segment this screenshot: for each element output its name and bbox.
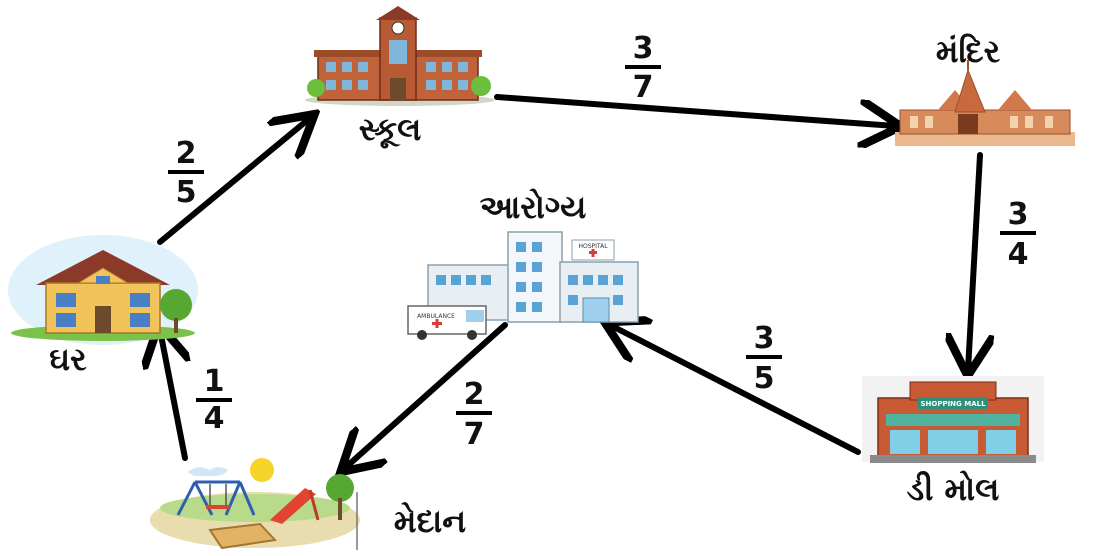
fraction-school-temple: 3 7 xyxy=(625,31,661,105)
hospital-sign: HOSPITAL xyxy=(578,243,608,250)
house-icon xyxy=(8,235,198,345)
mall-icon: SHOPPING MALL xyxy=(862,376,1044,463)
edge-mall-hospital xyxy=(610,325,861,455)
temple-node: મંદિર xyxy=(895,32,1075,146)
hospital-node: આરોગ્ય HOSPITAL AMBULANCE xyxy=(407,188,639,340)
home-label: ઘર xyxy=(49,340,87,378)
playground-icon xyxy=(150,458,360,550)
mall-sign: SHOPPING MALL xyxy=(920,400,986,408)
mall-node: SHOPPING MALL ડી મોલ xyxy=(862,376,1044,508)
school-node: સ્કૂલ xyxy=(305,6,495,149)
numerator: 2 xyxy=(464,377,485,412)
mall-label: ડી મોલ xyxy=(907,470,1000,508)
fraction-ground-home: 1 4 xyxy=(196,364,232,436)
hospital-icon: HOSPITAL AMBULANCE xyxy=(407,231,639,340)
fraction-mall-hospital: 3 5 xyxy=(746,321,782,396)
numerator: 3 xyxy=(754,321,775,356)
edge-school-temple xyxy=(494,94,895,126)
numerator: 2 xyxy=(176,136,197,171)
edge-ground-home xyxy=(160,330,185,461)
denominator: 7 xyxy=(464,417,485,452)
numerator: 1 xyxy=(204,364,225,399)
edge-hospital-ground xyxy=(345,322,508,468)
ambulance-text: AMBULANCE xyxy=(417,313,455,320)
edge-temple-mall xyxy=(968,152,980,370)
temple-icon xyxy=(895,60,1075,146)
denominator: 4 xyxy=(204,401,225,436)
home-node: ઘર xyxy=(8,235,198,378)
denominator: 5 xyxy=(754,361,775,396)
numerator: 3 xyxy=(1008,197,1029,232)
denominator: 5 xyxy=(176,175,197,210)
ambulance-icon: AMBULANCE xyxy=(407,305,487,340)
denominator: 4 xyxy=(1008,237,1029,272)
hospital-label: આરોગ્ય xyxy=(480,188,587,226)
fraction-home-school: 2 5 xyxy=(168,136,204,210)
numerator: 3 xyxy=(633,31,654,66)
school-label: સ્કૂલ xyxy=(359,110,422,149)
fraction-hospital-ground: 2 7 xyxy=(456,377,492,452)
fraction-temple-mall: 3 4 xyxy=(1000,197,1036,272)
denominator: 7 xyxy=(633,70,654,105)
edge-home-school xyxy=(157,118,310,245)
ground-label: મેદાન xyxy=(394,502,466,540)
school-icon xyxy=(305,6,495,106)
ground-node: મેદાન xyxy=(150,458,466,550)
